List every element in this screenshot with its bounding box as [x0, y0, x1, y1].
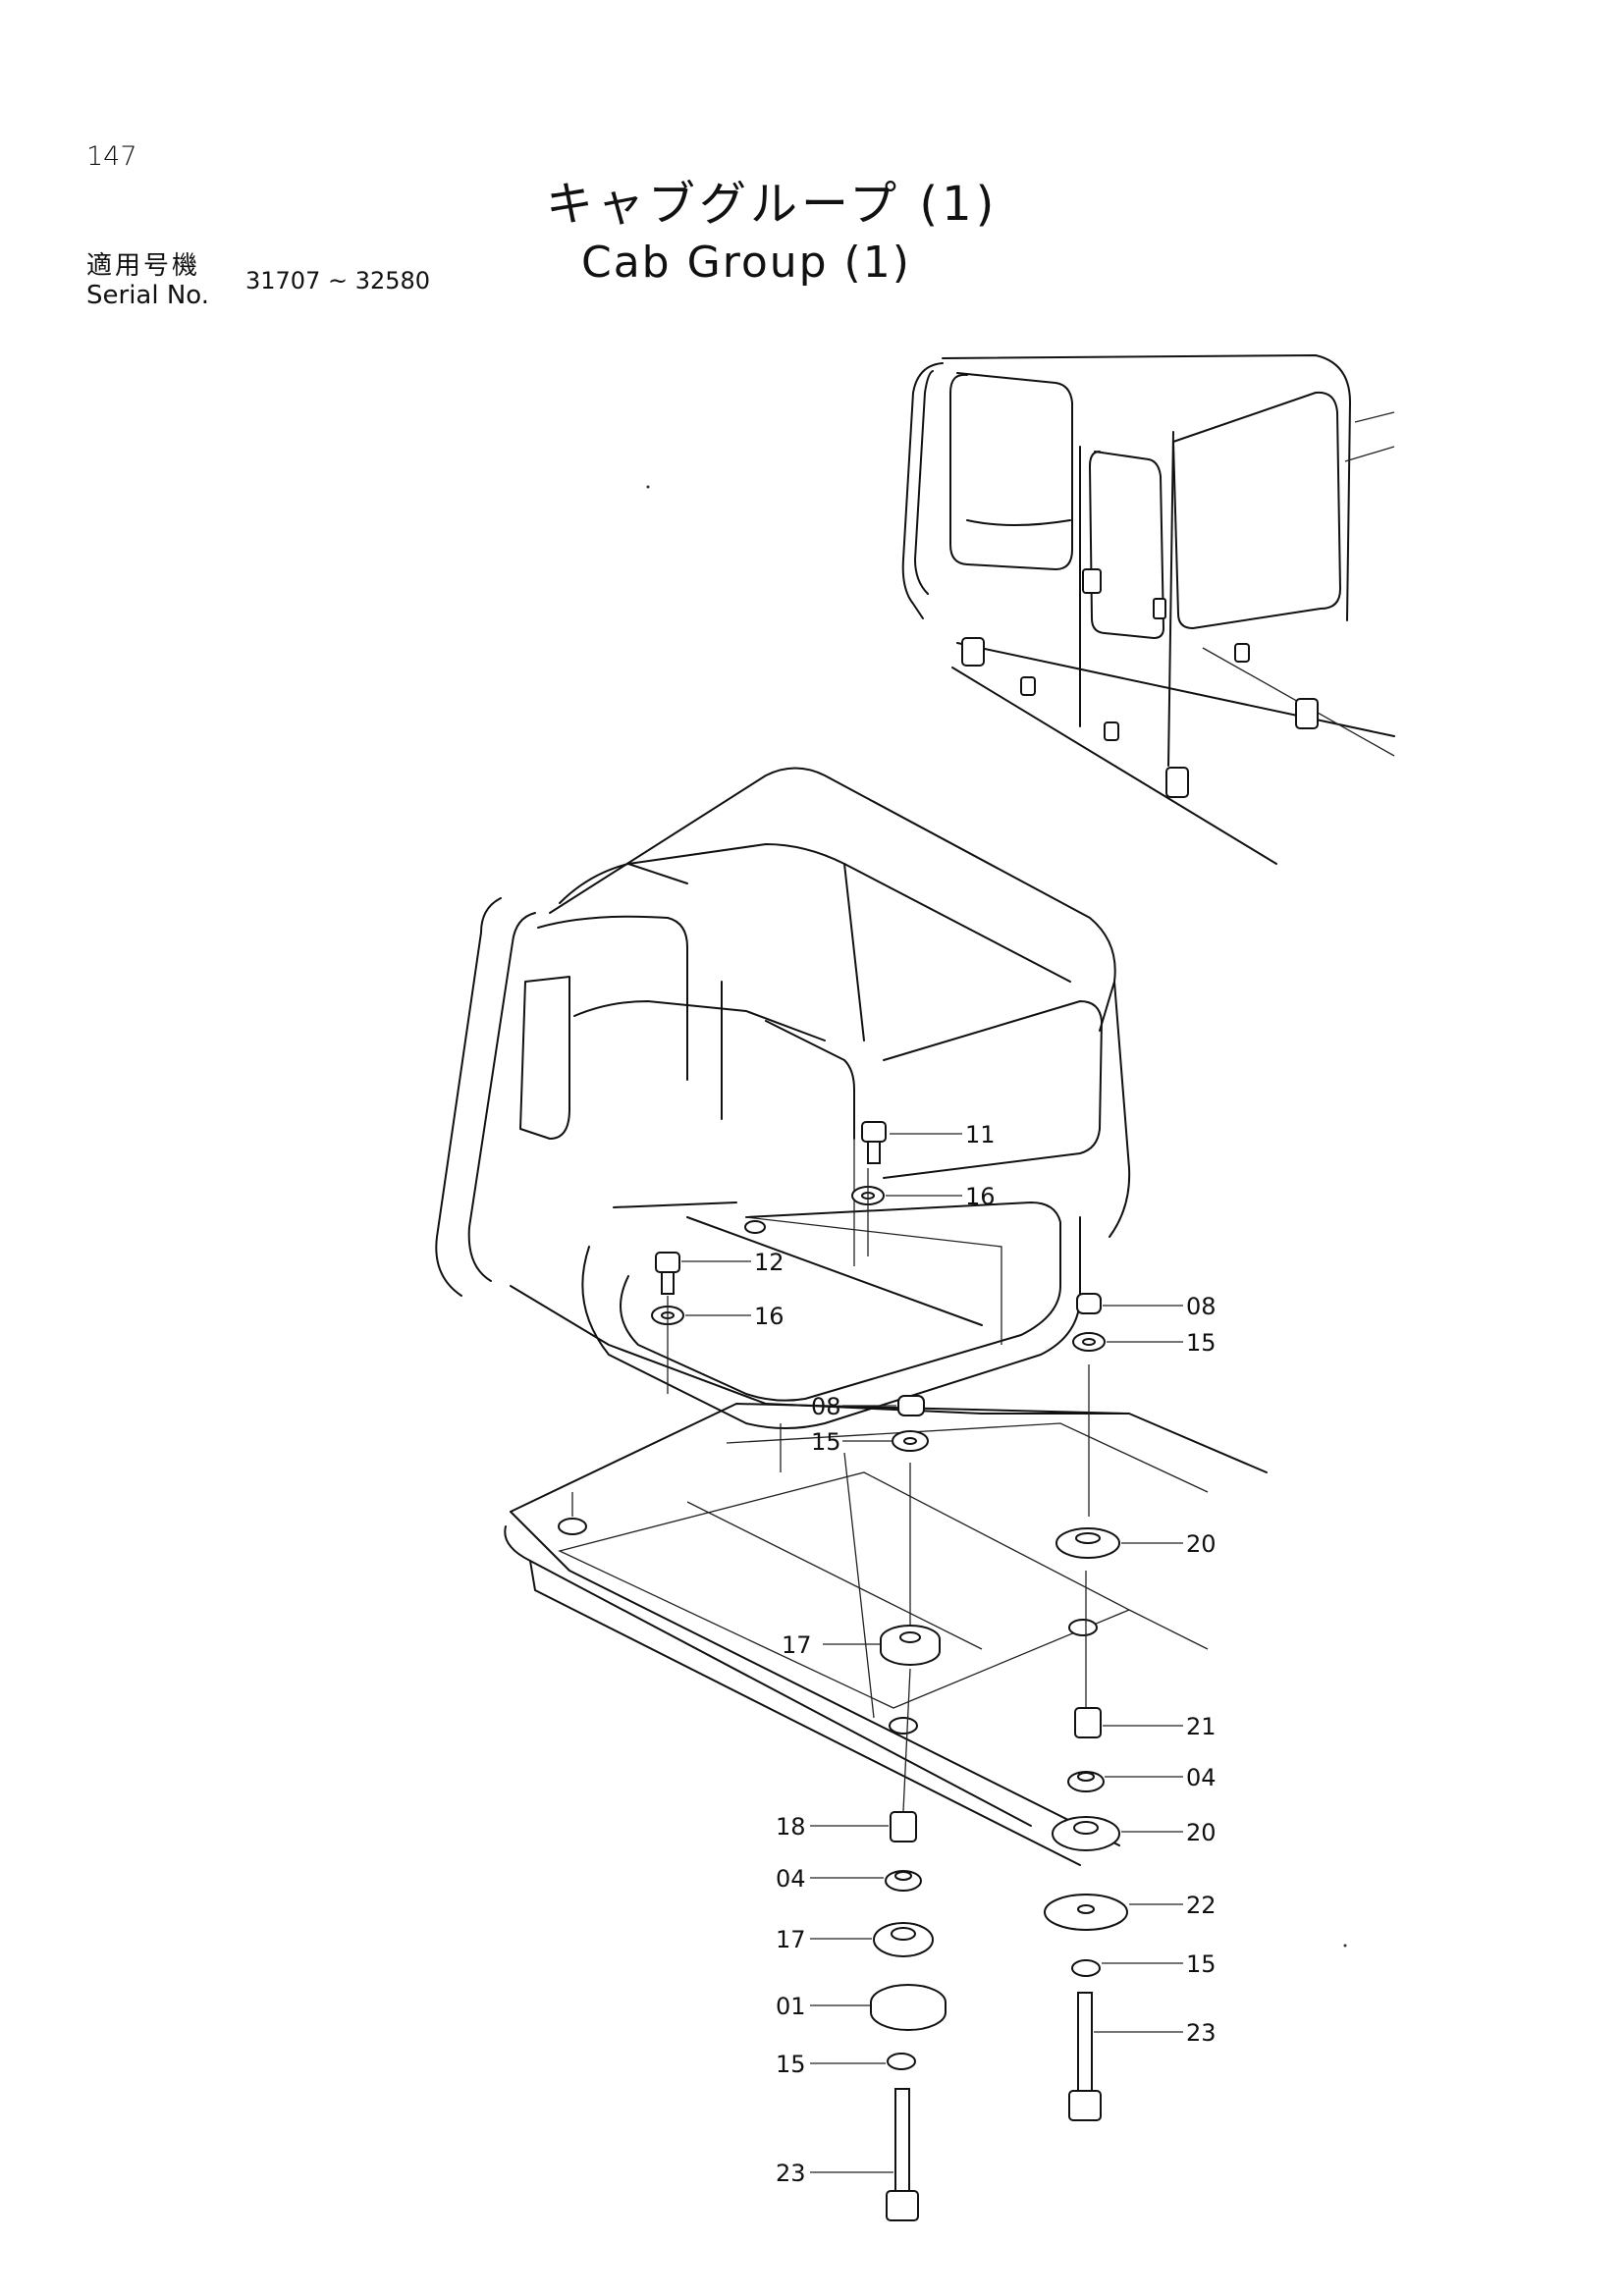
- callout-label: 04: [776, 1865, 806, 1893]
- serial-label-english: Serial No.: [86, 281, 209, 310]
- callout-label: 22: [1186, 1892, 1217, 1919]
- callout-label: 17: [776, 1926, 806, 1953]
- callout-label: 23: [776, 2160, 806, 2187]
- callout-label: 15: [776, 2051, 806, 2078]
- title-japanese: キャブグループ (1): [546, 177, 999, 232]
- callout-label: 12: [754, 1249, 784, 1276]
- callout-label: 15: [1186, 1950, 1217, 1978]
- callout-label: 15: [1186, 1329, 1217, 1357]
- page-number: 147: [86, 141, 137, 172]
- callout-labels: 11 16 12 16 08 15 08 15 20 17 21 04 20 1…: [754, 1121, 1217, 2187]
- callout-label: 18: [776, 1813, 806, 1841]
- callout-label: 15: [811, 1428, 841, 1456]
- cab-body-illustration: [435, 767, 1268, 1866]
- callout-label: 11: [965, 1121, 996, 1148]
- callout-leaders: [681, 1133, 1183, 2173]
- serial-label-japanese: 適用号機: [86, 251, 201, 281]
- callout-label: 04: [1186, 1764, 1217, 1791]
- callout-label: 08: [811, 1393, 841, 1420]
- callout-label: 08: [1186, 1293, 1217, 1320]
- hardware-parts: [571, 1121, 1128, 2221]
- callout-label: 20: [1186, 1819, 1217, 1846]
- callout-label: 01: [776, 1993, 806, 2020]
- serial-range: 31707 ~ 32580: [245, 267, 431, 294]
- callout-label: 17: [782, 1631, 812, 1659]
- callout-label: 16: [965, 1183, 996, 1210]
- title-english: Cab Group (1): [581, 238, 911, 288]
- callout-label: 21: [1186, 1713, 1217, 1740]
- callout-label: 23: [1186, 2019, 1217, 2047]
- callout-label: 16: [754, 1303, 784, 1330]
- callout-label: 20: [1186, 1530, 1217, 1558]
- cab-detail-illustration: [901, 354, 1395, 865]
